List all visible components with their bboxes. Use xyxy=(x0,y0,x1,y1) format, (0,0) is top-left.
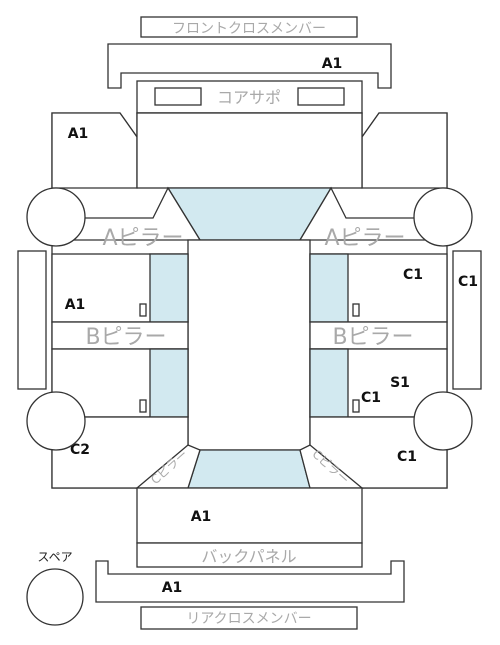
wheel-rear-left[interactable] xyxy=(26,391,86,451)
trunk-lid[interactable] xyxy=(136,487,363,544)
a-pillar-right-label: Aピラー xyxy=(324,226,405,251)
right-rear-window xyxy=(309,348,349,418)
rear-window xyxy=(187,449,311,489)
rear-cross-member-box[interactable] xyxy=(140,606,358,630)
spare-tire[interactable] xyxy=(26,568,84,626)
left-front-handle xyxy=(139,303,147,317)
rear-bracket[interactable] xyxy=(95,560,405,603)
wheel-front-left[interactable] xyxy=(26,187,86,247)
core-support-left-slot xyxy=(154,87,202,106)
right-rocker-code: C1 xyxy=(458,274,478,290)
right-sill-mark-code: C1 xyxy=(361,390,381,406)
a-pillar-left-label: Aピラー xyxy=(102,226,183,251)
rear-right-quarter-code: C1 xyxy=(397,449,417,465)
b-pillar-left-label: Bピラー xyxy=(85,325,166,350)
front-right-apron[interactable] xyxy=(361,112,448,189)
cabin-roof[interactable] xyxy=(187,239,311,451)
right-front-handle xyxy=(352,303,360,317)
front-cross-member-box[interactable] xyxy=(140,16,358,38)
left-side-rocker[interactable] xyxy=(17,250,47,390)
rear-cross-member-label: リアクロスメンバー xyxy=(186,611,311,627)
left-front-window xyxy=(149,253,189,323)
trunk-code: A1 xyxy=(191,509,212,525)
b-pillar-right-label: Bピラー xyxy=(332,325,413,350)
wheel-front-right[interactable] xyxy=(413,187,473,247)
b-pillar-left[interactable] xyxy=(51,321,189,350)
front-bracket[interactable] xyxy=(107,43,392,89)
right-rear-handle xyxy=(352,399,360,413)
right-front-door-code: C1 xyxy=(403,267,423,283)
back-panel-box[interactable] xyxy=(136,542,363,568)
right-side-rocker[interactable] xyxy=(452,250,482,390)
hood[interactable] xyxy=(136,112,363,189)
wheel-rear-right[interactable] xyxy=(413,391,473,451)
front-cross-code: A1 xyxy=(322,56,343,72)
front-left-apron-code: A1 xyxy=(68,126,89,142)
spare-label: スペア xyxy=(37,550,72,564)
core-support-label: コアサポ xyxy=(217,88,281,107)
back-panel-label: バックパネル xyxy=(201,547,296,566)
front-left-apron[interactable] xyxy=(51,112,138,189)
left-rear-window xyxy=(149,348,189,418)
core-support-right-slot xyxy=(297,87,345,106)
b-pillar-right[interactable] xyxy=(309,321,448,350)
left-rocker-code: A1 xyxy=(65,297,86,313)
rear-cross-code: A1 xyxy=(162,580,183,596)
left-rear-handle xyxy=(139,399,147,413)
rear-left-quarter-code: C2 xyxy=(70,442,90,458)
right-sill-code: S1 xyxy=(390,375,410,391)
front-cross-member-label: フロントクロスメンバー xyxy=(172,21,326,37)
right-front-window xyxy=(309,253,349,323)
